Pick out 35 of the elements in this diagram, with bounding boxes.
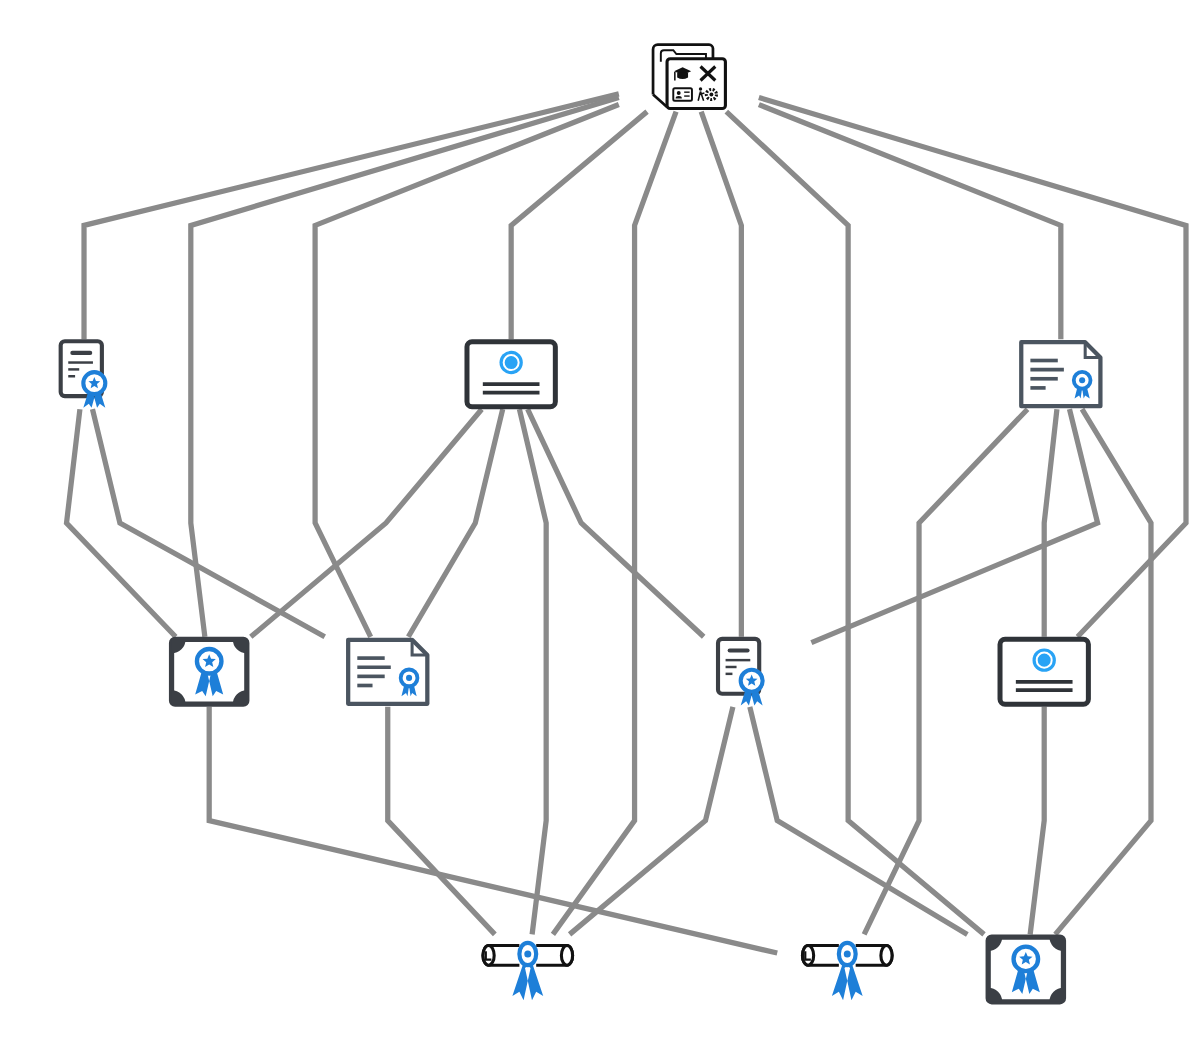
connector-line: [747, 706, 969, 937]
connector-line: [188, 95, 620, 638]
connector-line: [63, 408, 178, 639]
connector-line: [1053, 407, 1154, 937]
folder-icon: [651, 43, 727, 111]
connector-line: [758, 95, 1189, 639]
connector-line: [385, 706, 497, 937]
connector-line: [312, 102, 620, 638]
connector-line: [810, 408, 1101, 645]
certificate-icon: [168, 636, 250, 707]
connector-line: [550, 110, 679, 936]
connector-line: [525, 408, 706, 639]
diploma-icon: [481, 940, 575, 1001]
connector-line: [567, 706, 736, 937]
connector-line: [206, 706, 778, 956]
diploma-icon: [800, 940, 894, 1001]
connector-line: [406, 408, 506, 639]
connector-line: [1027, 706, 1047, 935]
connector-line: [861, 407, 1030, 936]
connector-line: [89, 408, 326, 640]
certificate-icon: [715, 636, 765, 706]
certificate-icon: [997, 636, 1091, 707]
connector-line: [724, 109, 986, 937]
certificate-icon: [58, 339, 108, 408]
connector-line: [81, 91, 620, 340]
certificate-icon: [1019, 340, 1103, 409]
connector-line: [508, 109, 649, 340]
certificate-icon: [985, 934, 1067, 1005]
certificate-icon: [464, 339, 558, 410]
connector-line: [1041, 408, 1060, 637]
connector-line: [516, 408, 549, 935]
connector-line: [249, 407, 484, 639]
connector-line: [757, 102, 1064, 340]
connector-line: [698, 110, 744, 637]
certificate-icon: [346, 637, 430, 706]
